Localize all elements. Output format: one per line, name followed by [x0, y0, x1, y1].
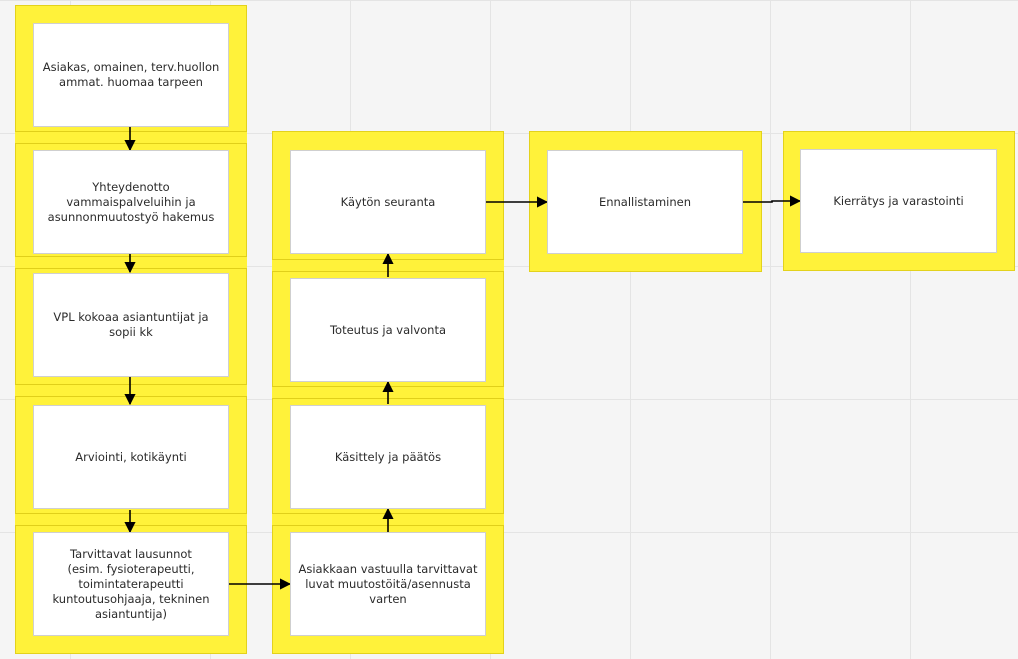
node-tarvittavat-lausunnot[interactable]: Tarvittavat lausunnot (esim. fysioterape…: [33, 532, 229, 636]
node-toteutus-valvonta[interactable]: Toteutus ja valvonta: [290, 278, 486, 382]
lane-separator: [15, 384, 247, 397]
node-label: VPL kokoaa asiantuntijat ja sopii kk: [53, 310, 209, 339]
node-label: Tarvittavat lausunnot (esim. fysioterape…: [52, 546, 210, 621]
node-label: Käsittely ja päätös: [334, 449, 442, 464]
node-kierratys-varastointi[interactable]: Kierrätys ja varastointi: [800, 149, 997, 253]
node-asiakkaan-vastuulla[interactable]: Asiakkaan vastuulla tarvittavat luvat mu…: [290, 532, 486, 636]
node-label: Toteutus ja valvonta: [329, 322, 447, 337]
node-label: Asiakas, omainen, terv.huollon ammat. hu…: [42, 60, 220, 89]
lane-separator: [272, 386, 504, 399]
node-label: Arviointi, kotikäynti: [75, 449, 187, 464]
node-asiakas-huomaa-tarpeen[interactable]: Asiakas, omainen, terv.huollon ammat. hu…: [33, 23, 229, 127]
node-label: Asiakkaan vastuulla tarvittavat luvat mu…: [298, 561, 478, 606]
node-kasittely-paatos[interactable]: Käsittely ja päätös: [290, 405, 486, 509]
node-label: Kierrätys ja varastointi: [833, 193, 964, 208]
node-label: Yhteydenotto vammaispalveluihin ja asunn…: [47, 179, 215, 224]
node-arviointi[interactable]: Arviointi, kotikäynti: [33, 405, 229, 509]
lane-separator: [272, 259, 504, 272]
lane-separator: [15, 513, 247, 526]
lane-separator: [15, 256, 247, 269]
lane-separator: [15, 131, 247, 144]
node-ennallistaminen[interactable]: Ennallistaminen: [547, 150, 743, 254]
node-yhteydenotto[interactable]: Yhteydenotto vammaispalveluihin ja asunn…: [33, 150, 229, 254]
node-kayton-seuranta[interactable]: Käytön seuranta: [290, 150, 486, 254]
node-label: Ennallistaminen: [598, 194, 692, 209]
node-vpl-kokoaa[interactable]: VPL kokoaa asiantuntijat ja sopii kk: [33, 273, 229, 377]
node-label: Käytön seuranta: [340, 194, 436, 209]
lane-separator: [272, 513, 504, 526]
